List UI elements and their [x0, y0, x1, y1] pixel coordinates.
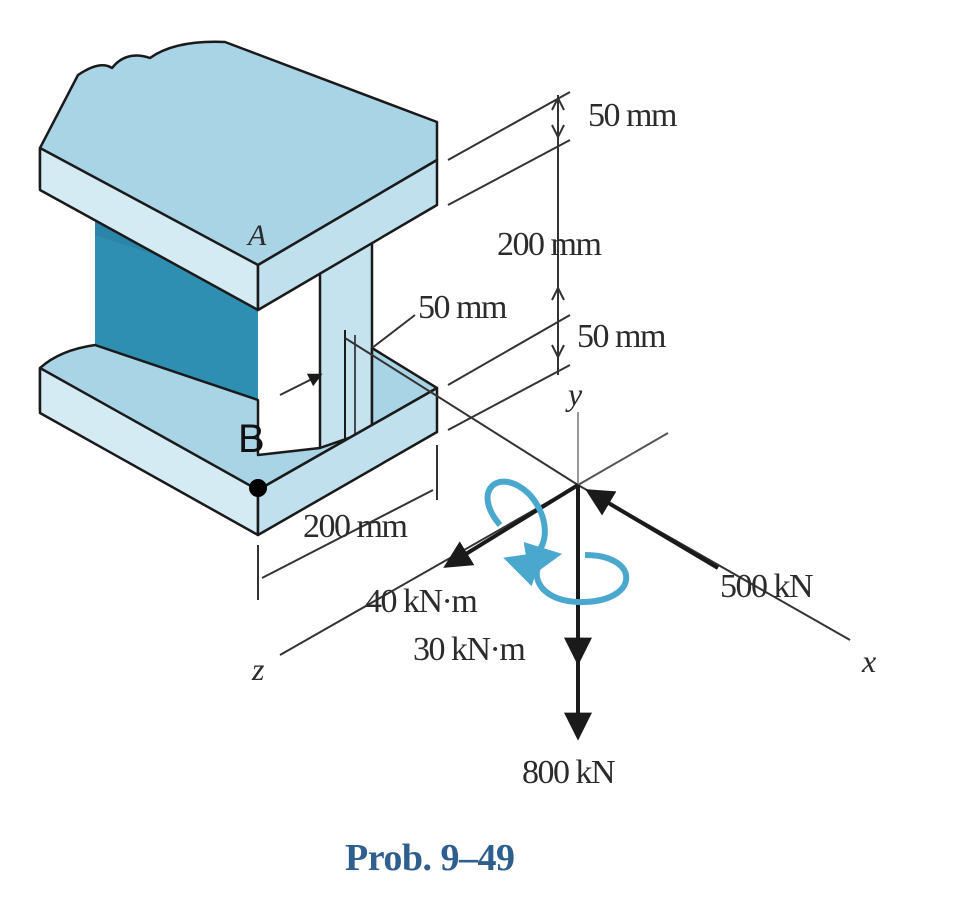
point-b-marker	[249, 479, 267, 497]
moment-y-curl	[523, 542, 630, 606]
z-axis-label: z	[251, 651, 265, 687]
axial-label: 800 kN	[522, 754, 615, 791]
dimension-lines	[257, 91, 571, 600]
dim-bottom-flange: 50 mm	[577, 318, 666, 355]
y-axis-label: y	[565, 376, 583, 412]
cross-line	[344, 337, 579, 486]
shear-arrow	[585, 489, 720, 570]
bottom-flange-top	[38, 343, 439, 492]
dim-web-height: 200 mm	[497, 226, 601, 263]
figure-caption: Prob. 9–49	[345, 837, 515, 879]
moment-y-label: 30 kN·m	[413, 631, 525, 668]
moment-z-arrow	[443, 483, 580, 568]
moment-z-label: 40 kN·m	[365, 583, 477, 620]
x-axis-label: x	[861, 643, 876, 679]
shear-label: 500 kN	[720, 568, 813, 605]
i-beam-section	[38, 40, 439, 537]
dim-web-thickness: 50 mm	[418, 289, 507, 326]
point-b-label: B	[238, 417, 265, 461]
top-flange-front	[256, 158, 439, 312]
loads	[443, 478, 720, 741]
point-a-label: A	[246, 219, 267, 252]
dim-top-flange: 50 mm	[588, 97, 677, 134]
bottom-flange-front	[256, 386, 439, 537]
dim-flange-width: 200 mm	[303, 508, 407, 545]
